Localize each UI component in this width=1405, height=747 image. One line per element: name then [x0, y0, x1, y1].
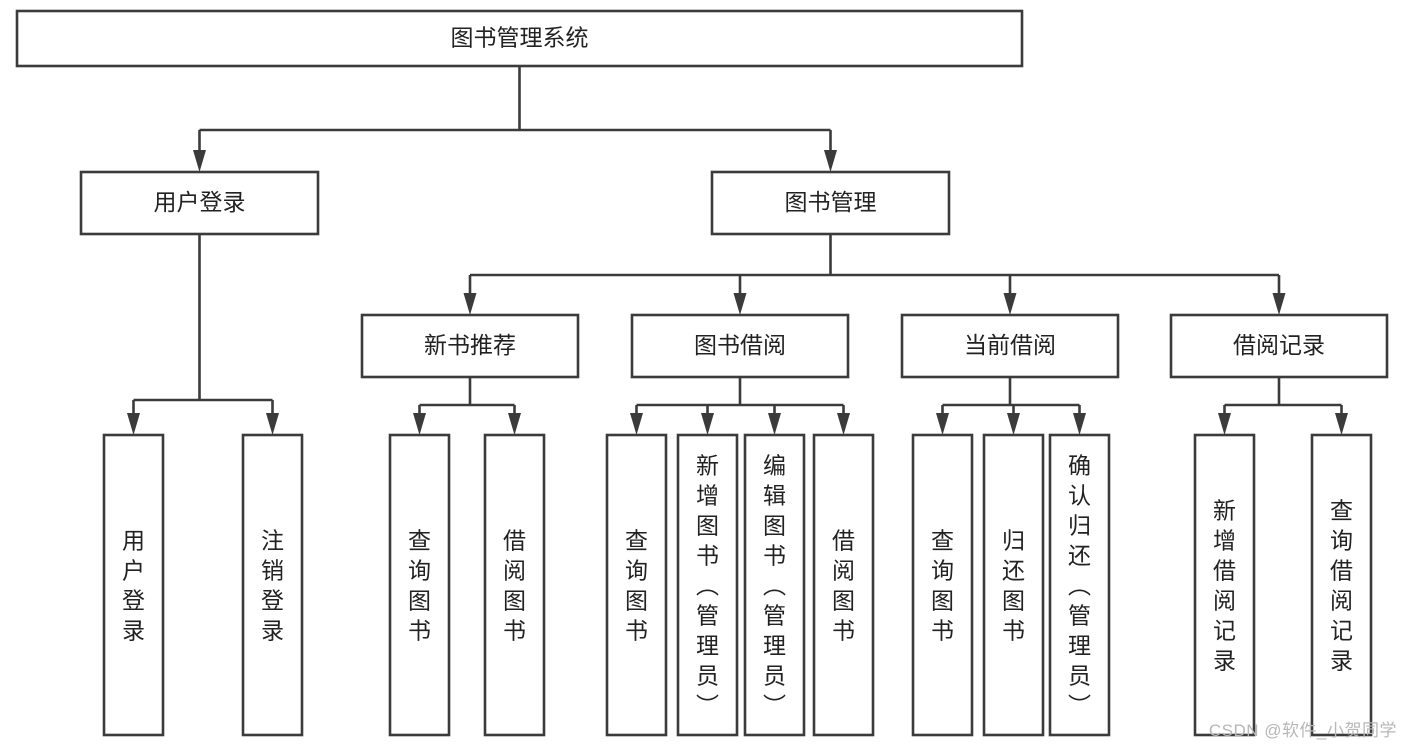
node-label-user-login: 用户登录	[154, 189, 246, 215]
node-label-leaf-query-book-2: 查询图书	[625, 527, 648, 643]
node-box-book-manage[interactable]	[710, 170, 951, 236]
arrowhead-icon	[824, 150, 837, 172]
arrowhead-icon	[837, 413, 850, 435]
node-label-leaf-borrow-book-1: 借阅图书	[503, 527, 526, 643]
node-box-current-borrow[interactable]	[900, 313, 1120, 379]
arrowhead-icon	[1335, 413, 1348, 435]
node-box-leaf-edit-book-admin[interactable]	[743, 433, 806, 737]
connector-group-book-borrow	[630, 377, 850, 435]
arrowhead-icon	[1218, 413, 1231, 435]
connector-group-user-login	[127, 234, 279, 435]
node-label-leaf-confirm-return-admin: 确认归还︵管理员︶	[1068, 452, 1091, 718]
arrowhead-icon	[936, 413, 949, 435]
arrowhead-icon	[508, 413, 521, 435]
connector-group-new-book-recommend	[413, 377, 521, 435]
node-current-borrow[interactable]: 当前借阅	[900, 313, 1120, 379]
node-leaf-edit-book-admin[interactable]: 编辑图书︵管理员︶	[743, 433, 806, 737]
node-borrow-record[interactable]: 借阅记录	[1169, 313, 1389, 379]
node-leaf-return-book[interactable]: 归还图书	[982, 433, 1045, 737]
node-leaf-borrow-book-1[interactable]: 借阅图书	[483, 433, 546, 737]
node-label-leaf-edit-book-admin: 编辑图书︵管理员︶	[763, 452, 786, 718]
node-label-book-manage: 图书管理	[785, 189, 877, 215]
connector-group-book-manage	[463, 234, 1286, 315]
node-box-leaf-return-book[interactable]	[982, 433, 1045, 737]
node-leaf-query-book-2[interactable]: 查询图书	[605, 433, 668, 737]
node-leaf-borrow-book-2[interactable]: 借阅图书	[812, 433, 875, 737]
node-box-book-borrow[interactable]	[630, 313, 850, 379]
node-new-book-recommend[interactable]: 新书推荐	[360, 313, 580, 379]
node-label-current-borrow: 当前借阅	[964, 332, 1056, 358]
arrowhead-icon	[733, 293, 747, 315]
node-user-login[interactable]: 用户登录	[79, 170, 320, 236]
node-box-borrow-record[interactable]	[1169, 313, 1389, 379]
node-leaf-query-book-1[interactable]: 查询图书	[388, 433, 451, 737]
node-book-manage[interactable]: 图书管理	[710, 170, 951, 236]
node-box-leaf-borrow-book-1[interactable]	[483, 433, 546, 737]
node-label-leaf-add-borrow-record: 新增借阅记录	[1213, 497, 1236, 673]
node-leaf-logout[interactable]: 注销登录	[241, 433, 304, 737]
node-root[interactable]: 图书管理系统	[15, 9, 1024, 68]
node-label-borrow-record: 借阅记录	[1233, 332, 1325, 358]
arrowhead-icon	[1007, 413, 1020, 435]
node-box-user-login[interactable]	[79, 170, 320, 236]
arrowhead-icon	[630, 413, 643, 435]
node-leaf-add-book-admin[interactable]: 新增图书︵管理员︶	[676, 433, 739, 737]
node-box-leaf-confirm-return-admin[interactable]	[1048, 433, 1111, 737]
arrowhead-icon	[127, 413, 140, 435]
node-label-leaf-add-book-admin: 新增图书︵管理员︶	[696, 452, 719, 718]
arrowhead-icon	[413, 413, 426, 435]
node-label-root: 图书管理系统	[451, 25, 589, 51]
connector-group-borrow-record	[1218, 377, 1348, 435]
node-leaf-user-login[interactable]: 用户登录	[102, 433, 165, 737]
connector-layer	[127, 66, 1348, 435]
node-leaf-query-book-3[interactable]: 查询图书	[911, 433, 974, 737]
node-box-leaf-query-borrow-record[interactable]	[1310, 433, 1373, 737]
arrowhead-icon	[463, 293, 477, 315]
arrowhead-icon	[1003, 293, 1017, 315]
node-box-leaf-user-login[interactable]	[102, 433, 165, 737]
node-box-leaf-add-borrow-record[interactable]	[1193, 433, 1256, 737]
node-box-leaf-query-book-2[interactable]	[605, 433, 668, 737]
node-box-leaf-query-book-1[interactable]	[388, 433, 451, 737]
node-box-root[interactable]	[15, 9, 1024, 68]
node-label-new-book-recommend: 新书推荐	[424, 332, 516, 358]
watermark-label: CSDN @软件_小贺同学	[1208, 721, 1397, 740]
node-box-leaf-logout[interactable]	[241, 433, 304, 737]
node-label-leaf-query-book-1: 查询图书	[408, 527, 431, 643]
arrowhead-icon	[1073, 413, 1086, 435]
arrowhead-icon	[193, 150, 206, 172]
node-label-leaf-query-borrow-record: 查询借阅记录	[1330, 497, 1353, 673]
node-leaf-add-borrow-record[interactable]: 新增借阅记录	[1193, 433, 1256, 737]
node-book-borrow[interactable]: 图书借阅	[630, 313, 850, 379]
arrowhead-icon	[768, 413, 781, 435]
node-label-leaf-borrow-book-2: 借阅图书	[832, 527, 855, 643]
arrowhead-icon	[1272, 293, 1286, 315]
node-box-new-book-recommend[interactable]	[360, 313, 580, 379]
arrowhead-icon	[701, 413, 714, 435]
node-label-leaf-logout: 注销登录	[261, 527, 284, 643]
node-label-leaf-user-login: 用户登录	[122, 527, 145, 643]
node-label-book-borrow: 图书借阅	[694, 332, 786, 358]
node-box-leaf-query-book-3[interactable]	[911, 433, 974, 737]
node-label-leaf-query-book-3: 查询图书	[931, 527, 954, 643]
arrowhead-icon	[266, 413, 279, 435]
node-label-leaf-return-book: 归还图书	[1002, 527, 1025, 643]
node-leaf-query-borrow-record[interactable]: 查询借阅记录	[1310, 433, 1373, 737]
node-box-leaf-add-book-admin[interactable]	[676, 433, 739, 737]
node-layer: 图书管理系统用户登录图书管理新书推荐图书借阅当前借阅借阅记录用户登录注销登录查询…	[15, 9, 1389, 737]
connector-group-root	[193, 66, 837, 172]
node-leaf-confirm-return-admin[interactable]: 确认归还︵管理员︶	[1048, 433, 1111, 737]
node-box-leaf-borrow-book-2[interactable]	[812, 433, 875, 737]
connector-group-current-borrow	[936, 377, 1086, 435]
